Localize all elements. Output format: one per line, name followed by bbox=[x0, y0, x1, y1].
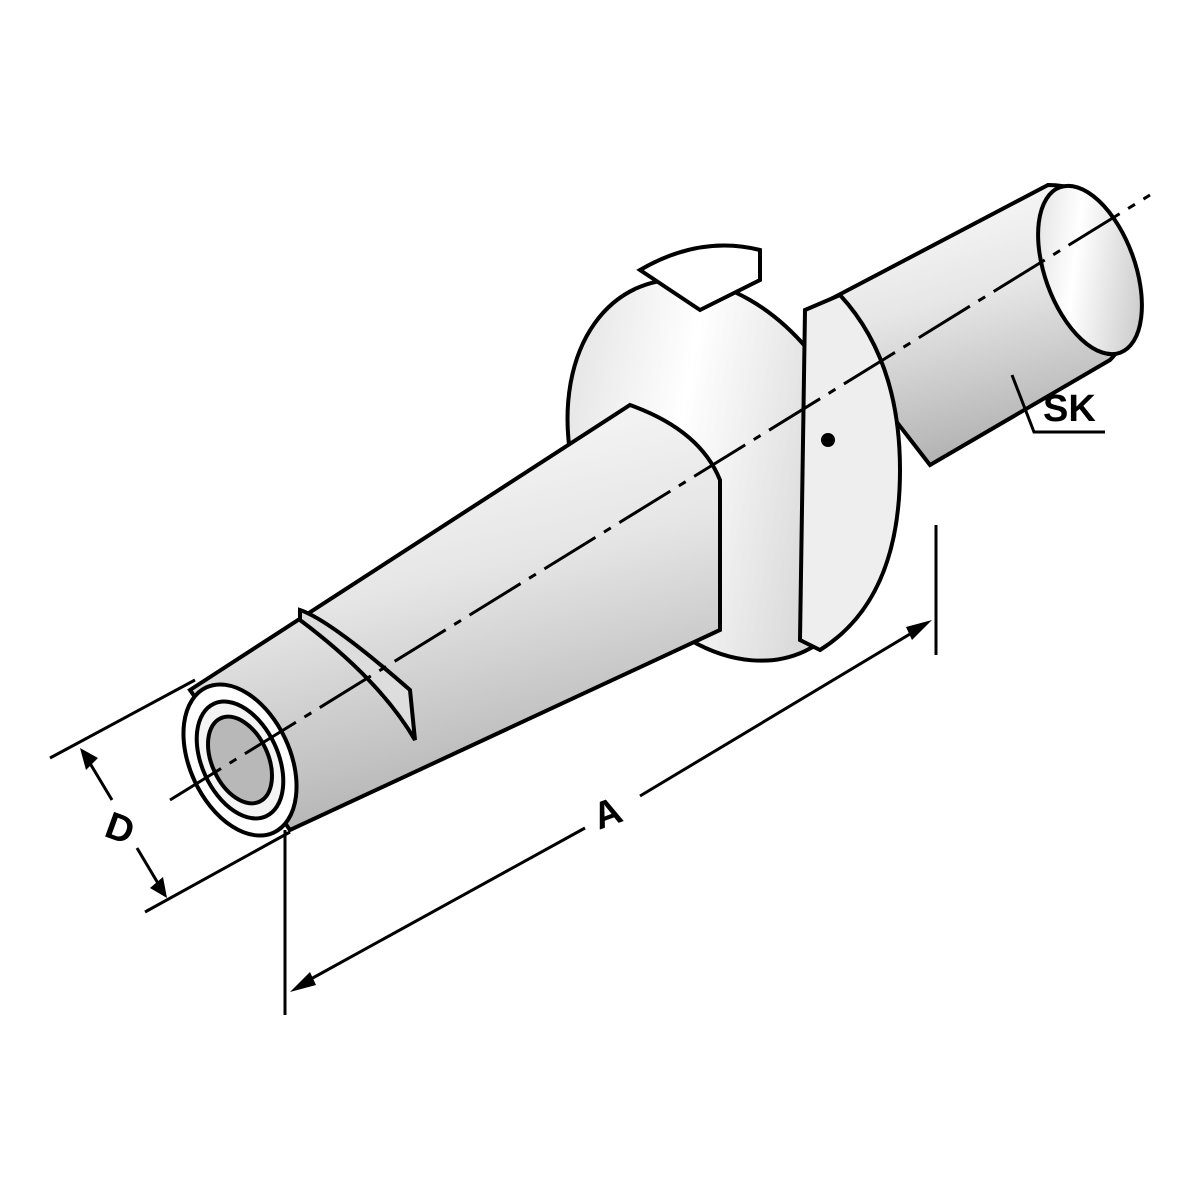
shank bbox=[181, 402, 835, 838]
sk-leader bbox=[1010, 374, 1105, 434]
dimension-d bbox=[49, 678, 291, 914]
label-sk: SK bbox=[1043, 388, 1096, 430]
marker-dot bbox=[821, 433, 835, 447]
dimension-a bbox=[283, 525, 938, 1015]
center-axis bbox=[169, 193, 1151, 802]
